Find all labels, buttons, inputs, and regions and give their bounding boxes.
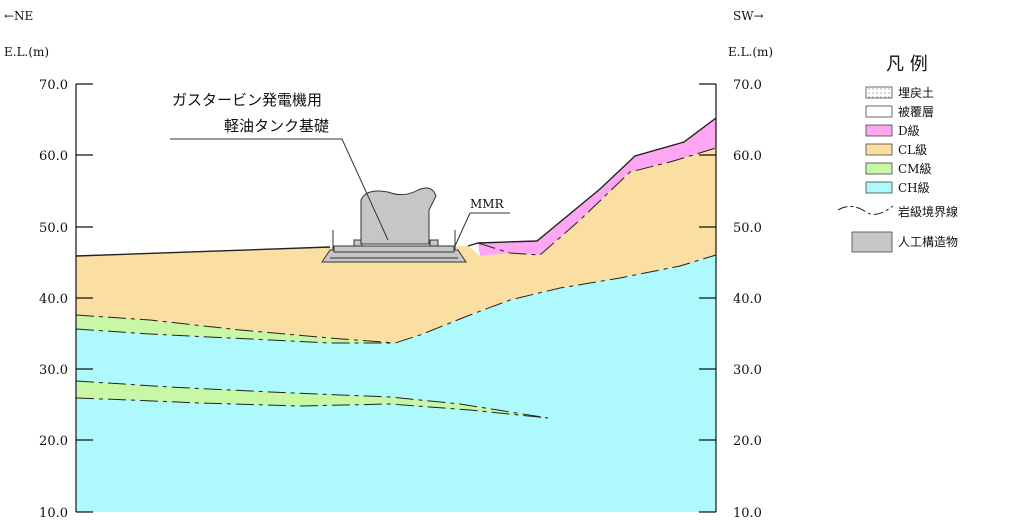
foundation-slab xyxy=(333,245,455,253)
tick-label: 60.0 xyxy=(733,149,762,164)
right-axis xyxy=(699,83,717,513)
foundation-excavation xyxy=(321,249,467,263)
tank-foundation-structure xyxy=(321,187,467,263)
direction-sw-label: SW→ xyxy=(733,9,764,23)
right-axis-ticks: 70.0 60.0 50.0 40.0 30.0 20.0 10.0 xyxy=(733,78,762,521)
cl-class-layer xyxy=(76,148,716,343)
tick-label: 70.0 xyxy=(39,78,68,93)
left-axis xyxy=(75,83,93,513)
legend-swatch-ch xyxy=(865,181,893,194)
legend-swatch-cover xyxy=(865,105,893,118)
legend-label-cover: 被覆層 xyxy=(898,105,934,119)
structure-leader-line xyxy=(170,138,389,241)
legend-label-cm: CM級 xyxy=(898,162,931,176)
structure-name-line1: ガスタービン発電機用 xyxy=(172,91,322,109)
legend-swatch-structure xyxy=(851,231,893,253)
structure-name-line2: 軽油タンク基礎 xyxy=(224,117,329,135)
legend: 凡 例 埋戻土 被覆層 D級 CL級 CM級 CH級 岩級境界線 人工構造物 xyxy=(837,54,958,253)
legend-boundary-line-icon xyxy=(837,205,894,215)
legend-label-structure: 人工構造物 xyxy=(898,235,958,249)
tick-label: 20.0 xyxy=(733,434,762,449)
tick-label: 30.0 xyxy=(733,363,762,378)
d-class-layer xyxy=(478,118,716,256)
tick-label: 30.0 xyxy=(39,363,68,378)
tick-label: 60.0 xyxy=(39,149,68,164)
elevation-left-label: E.L.(m) xyxy=(4,45,49,59)
legend-label-boundary: 岩級境界線 xyxy=(898,204,958,219)
legend-swatch-backfill xyxy=(865,86,893,99)
cm-class-layer-lower xyxy=(76,381,548,418)
legend-swatch-cl xyxy=(865,143,893,156)
legend-label-backfill: 埋戻土 xyxy=(898,86,934,100)
legend-label-cl: CL級 xyxy=(898,143,927,157)
direction-ne-label: ←NE xyxy=(4,9,33,23)
ground-surface-line xyxy=(75,246,331,257)
tick-label: 50.0 xyxy=(733,221,762,236)
tick-label: 10.0 xyxy=(39,506,68,521)
legend-swatch-d xyxy=(865,124,893,137)
legend-title: 凡 例 xyxy=(886,54,928,75)
legend-swatch-cm xyxy=(865,162,893,175)
legend-label-ch: CH級 xyxy=(898,181,930,195)
tick-label: 20.0 xyxy=(39,434,68,449)
tick-label: 70.0 xyxy=(733,78,762,93)
legend-label-d: D級 xyxy=(898,124,920,138)
left-axis-ticks: 70.0 60.0 50.0 40.0 30.0 20.0 10.0 xyxy=(39,78,68,521)
elevation-right-label: E.L.(m) xyxy=(728,45,773,59)
mmr-label: MMR xyxy=(470,197,505,211)
fuel-tank-shape xyxy=(360,187,437,245)
cm-class-layer-upper xyxy=(76,315,395,343)
rock-class-boundaries xyxy=(75,147,717,419)
tick-label: 40.0 xyxy=(39,292,68,307)
tick-label: 50.0 xyxy=(39,221,68,236)
ch-class-layer xyxy=(76,255,716,512)
tick-label: 10.0 xyxy=(733,506,762,521)
tick-label: 40.0 xyxy=(733,292,762,307)
